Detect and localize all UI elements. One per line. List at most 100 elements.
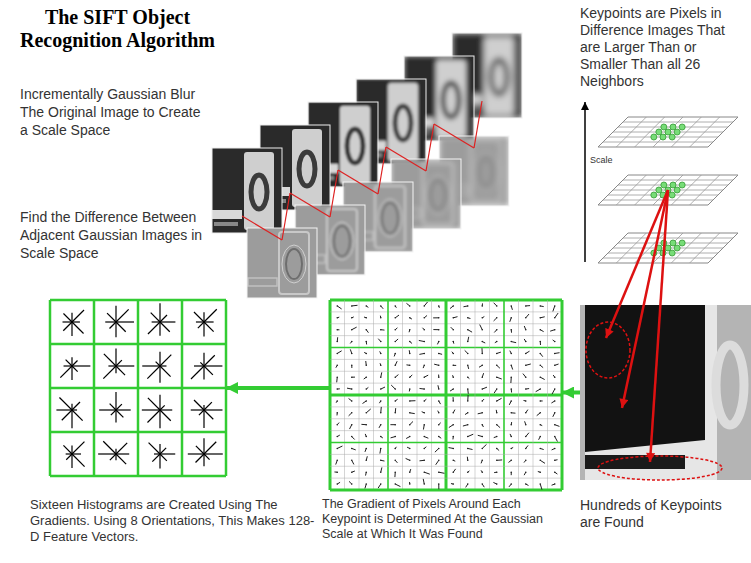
gradient-dot	[336, 353, 338, 355]
neighbor-dot	[661, 124, 667, 130]
gradient-dot	[452, 436, 454, 438]
gradient-dot	[510, 317, 512, 319]
gradient-dot	[380, 460, 382, 462]
neighbor-dot	[665, 245, 671, 251]
keypoint-region	[598, 456, 722, 480]
gradient-vector	[433, 329, 438, 330]
orientation-bin	[72, 365, 90, 366]
grid-line	[330, 430, 562, 431]
gradient-dot	[380, 365, 382, 367]
gradient-vector	[510, 377, 511, 383]
gradient-dot	[467, 400, 469, 402]
orientation-bin	[63, 321, 72, 322]
gradient-vector	[450, 389, 453, 391]
orientation-bin	[159, 395, 160, 410]
gradient-vector	[337, 423, 339, 425]
neighbor-dot	[679, 124, 685, 130]
gradient-dot	[351, 400, 353, 402]
orientation-bin	[59, 397, 72, 410]
gradient-vector	[352, 448, 356, 449]
gradient-vector	[395, 375, 398, 378]
orientation-bin	[116, 321, 134, 322]
gradient-dot	[380, 436, 382, 438]
gradient-dot	[365, 376, 367, 378]
gradient-dot	[380, 388, 382, 390]
gradient-vector	[395, 328, 397, 330]
orientation-bin	[63, 445, 72, 454]
orientation-bin	[110, 404, 116, 410]
gradient-dot	[481, 460, 483, 462]
gradient-dot	[510, 329, 512, 331]
gradient-vector	[438, 411, 439, 413]
gradient-vector	[365, 484, 366, 488]
grid-line	[671, 117, 701, 147]
gradient-vector	[493, 482, 496, 484]
gradient-dot	[394, 471, 396, 473]
gradient-dot	[438, 471, 440, 473]
orientation-bin	[71, 357, 72, 366]
gradient-dot	[481, 317, 483, 319]
gradient-vector	[497, 459, 502, 460]
gradient-vector	[511, 472, 512, 475]
orientation-bin	[159, 352, 160, 366]
gradient-dot	[481, 471, 483, 473]
neighbor-dot	[651, 192, 657, 198]
orientation-bin	[116, 443, 127, 454]
gradient-dot	[539, 424, 541, 426]
gradient-vector	[350, 425, 352, 429]
gradient-dot	[481, 412, 483, 414]
gradient-dot	[365, 412, 367, 414]
neighbor-dot	[669, 134, 675, 140]
gradient-vector	[524, 326, 525, 330]
gradient-dot	[539, 388, 541, 390]
gradient-dot	[351, 365, 353, 367]
grid-line	[460, 300, 461, 490]
gradient-dot	[510, 471, 512, 473]
difference-line	[330, 170, 338, 217]
gradient-vector	[395, 460, 397, 463]
gradient-dot	[351, 317, 353, 319]
gradient-vector	[482, 399, 484, 401]
neighbor-dot	[656, 129, 662, 135]
gradient-vector	[410, 412, 415, 414]
gradient-dot	[481, 329, 483, 331]
gradient-vector	[524, 400, 526, 401]
orientation-bin	[204, 355, 215, 366]
orientation-bin	[71, 322, 72, 336]
gradient-vector	[439, 437, 441, 439]
flow-arrow	[226, 386, 330, 390]
gradient-dot	[438, 400, 440, 402]
orientation-bin	[116, 404, 122, 410]
orientation-bin	[149, 443, 160, 454]
gradient-vector	[540, 317, 544, 318]
gradient-vector	[378, 484, 381, 488]
gradient-vector	[496, 410, 498, 413]
gradient-vector	[536, 389, 541, 392]
gradient-vector	[555, 472, 558, 474]
gradient-vector	[394, 472, 395, 477]
gradient-dot	[554, 483, 556, 485]
gradient-dot	[423, 436, 425, 438]
gradient-dot	[336, 424, 338, 426]
gradient-dot	[554, 388, 556, 390]
gradient-dot	[510, 376, 512, 378]
gradient-dot	[380, 471, 382, 473]
gradient-vector	[366, 409, 370, 413]
orientation-bin	[203, 366, 204, 380]
gradient-vector	[555, 425, 560, 427]
grid-line	[547, 300, 548, 490]
gradient-vector	[540, 460, 545, 463]
gradient-dot	[554, 471, 556, 473]
orientation-bin	[116, 454, 126, 464]
gradient-vector	[337, 351, 341, 354]
gradient-vector	[363, 401, 367, 404]
gradient-vector	[467, 337, 469, 342]
gradient-dot	[452, 353, 454, 355]
gradient-dot	[438, 305, 440, 307]
gradient-vector	[337, 329, 339, 330]
gradient-dot	[496, 471, 498, 473]
gradient-dot	[351, 376, 353, 378]
gradient-dot	[351, 305, 353, 307]
grid-line	[690, 233, 720, 263]
gradient-dot	[409, 400, 411, 402]
